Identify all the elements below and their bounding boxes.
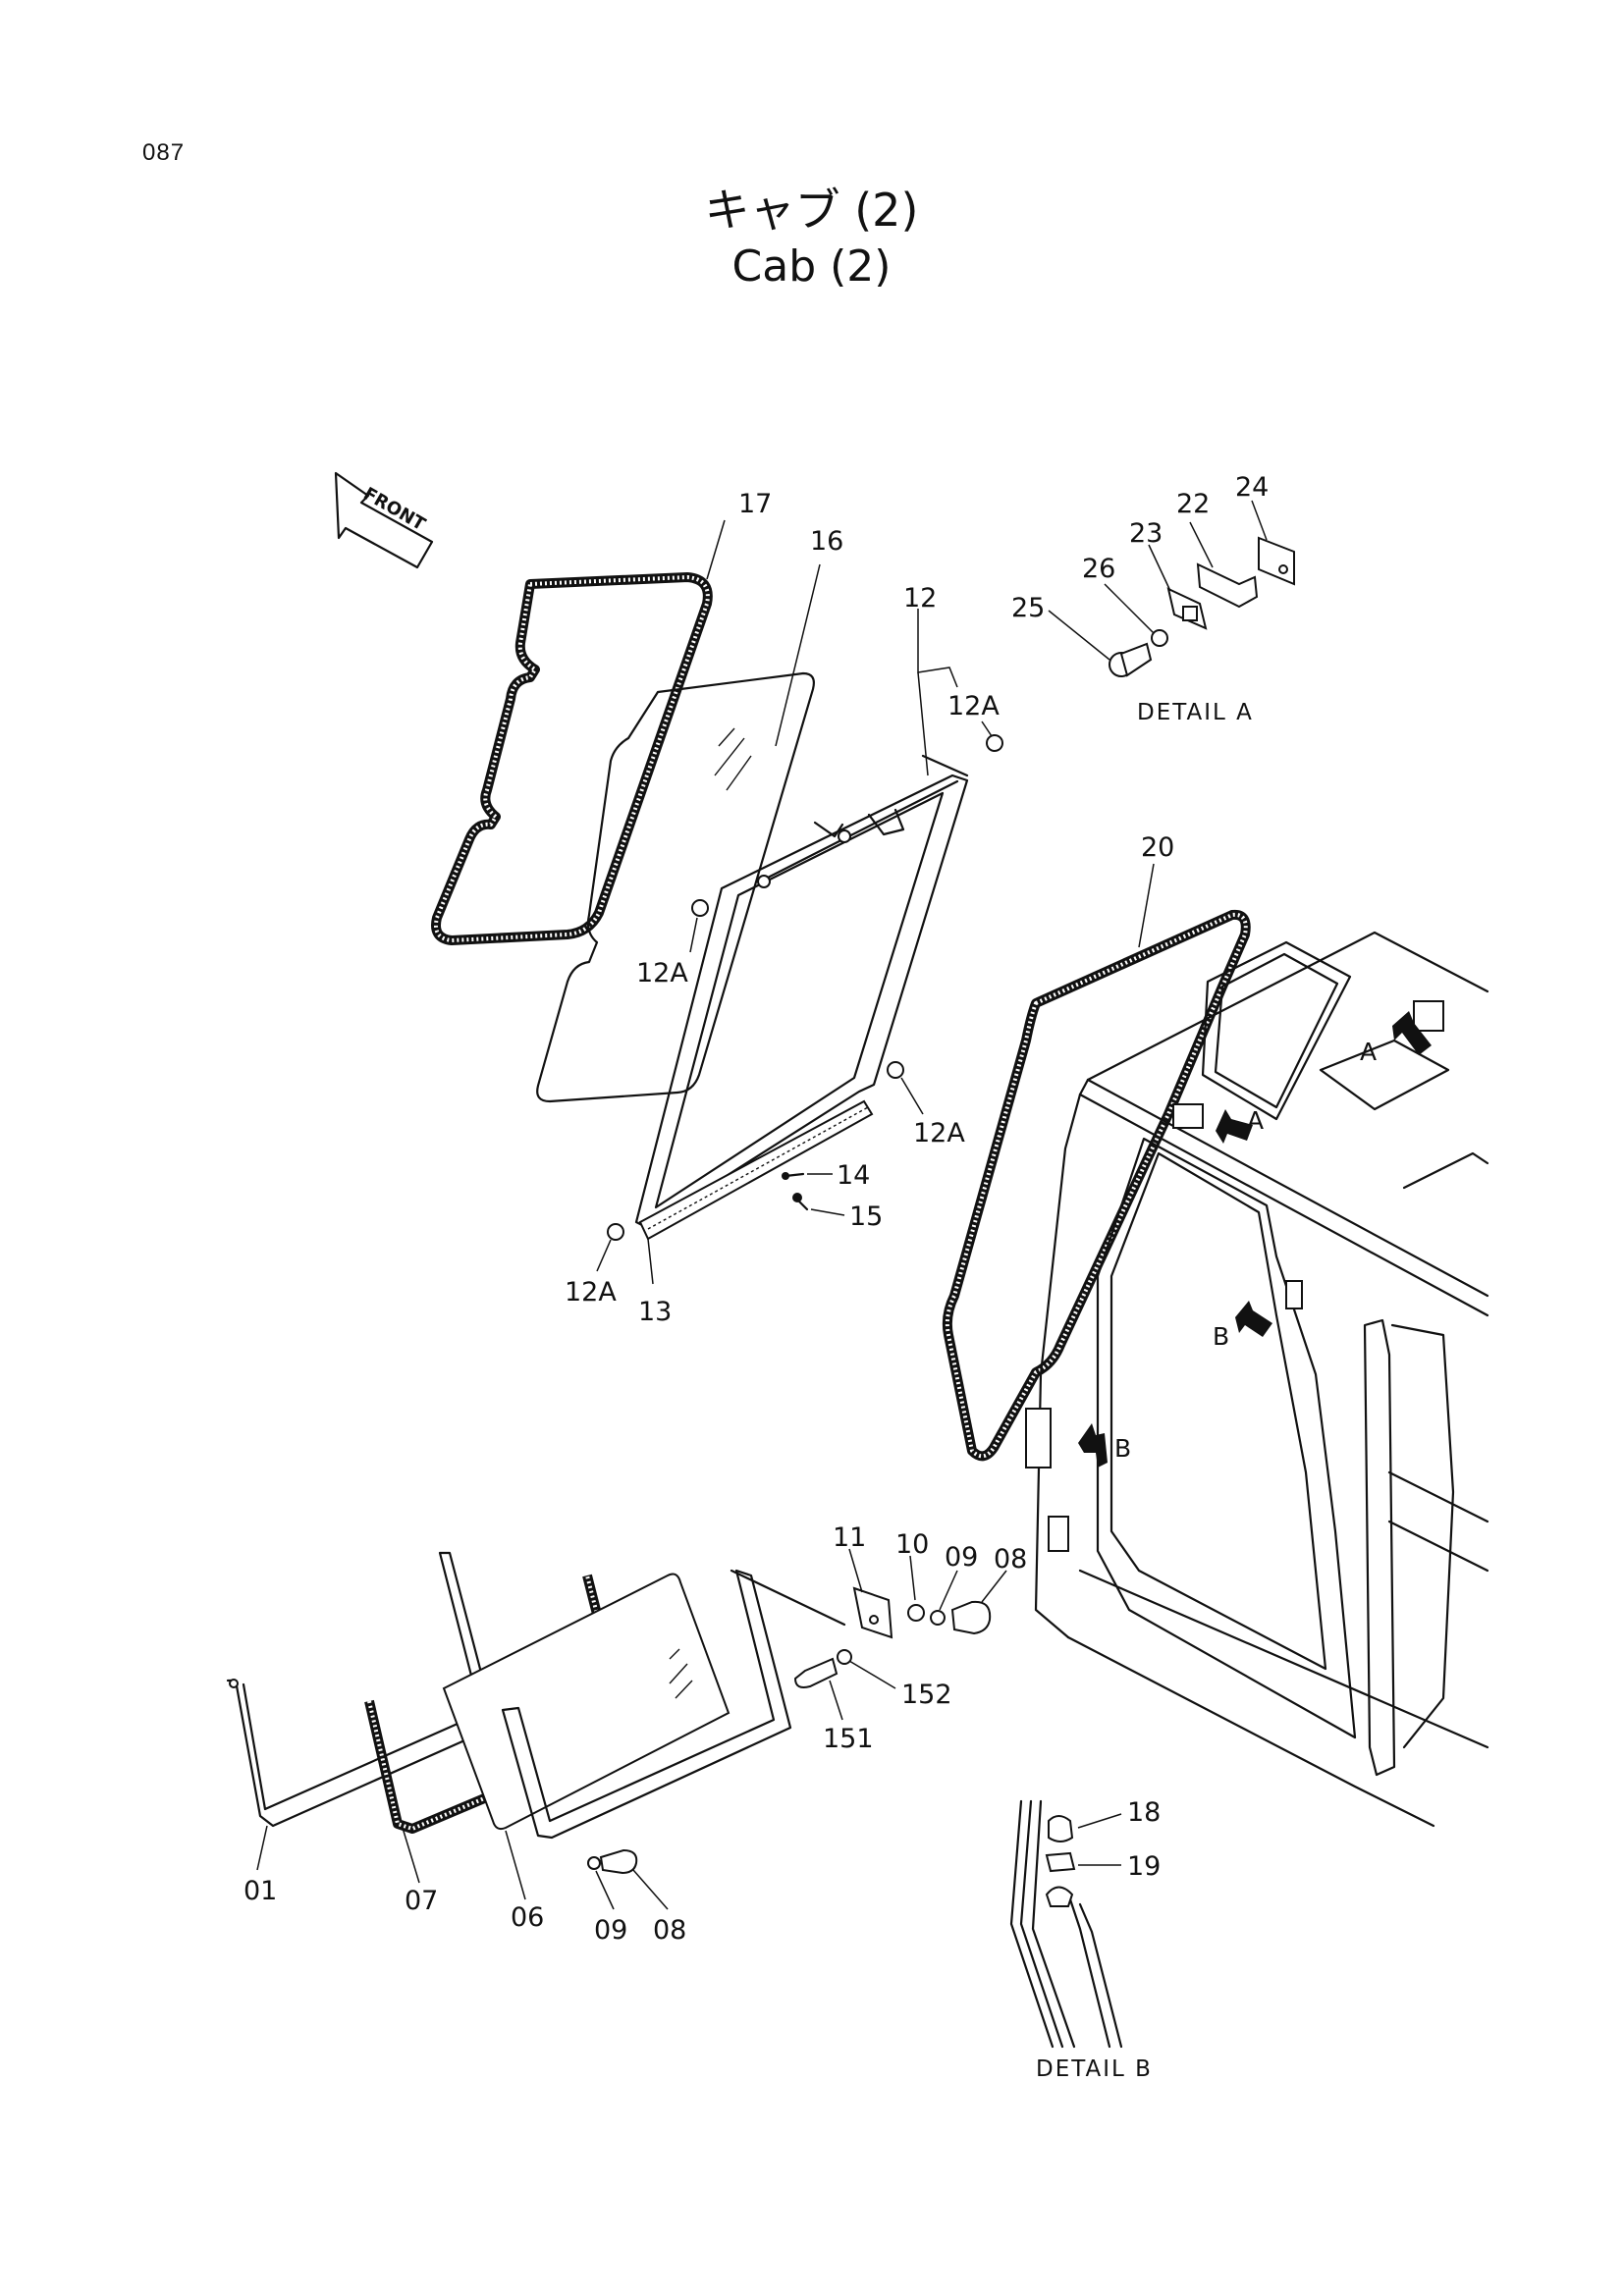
glass-panel-06 — [442, 1573, 730, 1831]
leader-12a-left — [689, 917, 698, 953]
leader-11 — [848, 1548, 863, 1593]
leader-13 — [647, 1238, 654, 1285]
callout-15: 15 — [849, 1201, 883, 1232]
callout-07: 07 — [405, 1886, 438, 1916]
screw-14 — [782, 1172, 805, 1180]
view-arrow-b2-icon — [1078, 1423, 1108, 1468]
front-label: FRONT — [360, 483, 430, 535]
front-arrow-icon: FRONT — [334, 471, 434, 569]
view-arrow-a1-label: A — [1360, 1038, 1377, 1066]
cab-body — [1025, 931, 1489, 1828]
window-frame-12 — [634, 754, 969, 1229]
view-arrow-b1-label: B — [1213, 1322, 1229, 1351]
leader-12a-right — [900, 1077, 924, 1115]
leader-23 — [1148, 544, 1171, 592]
leader-12 — [917, 609, 958, 688]
leader-22 — [1189, 521, 1214, 568]
callout-19: 19 — [1127, 1851, 1161, 1882]
view-arrow-a2-icon — [1216, 1109, 1253, 1144]
bolt-151 — [793, 1657, 839, 1688]
leader-151 — [829, 1680, 843, 1721]
view-arrow-b1-icon — [1235, 1301, 1272, 1337]
view-arrow-b2-label: B — [1114, 1434, 1131, 1463]
washer-152 — [837, 1649, 852, 1665]
callout-12a-left: 12A — [636, 958, 688, 988]
callout-22: 22 — [1176, 489, 1210, 519]
detail-a-label: DETAIL A — [1137, 700, 1254, 725]
leader-08-bottom — [632, 1869, 669, 1910]
leader-09-bottom — [595, 1870, 615, 1910]
detail-b-label: DETAIL B — [1036, 2056, 1153, 2082]
detail-b-drawing — [1009, 1799, 1123, 2049]
callout-12: 12 — [903, 583, 937, 614]
callout-06: 06 — [511, 1902, 544, 1933]
leader-25 — [1048, 610, 1110, 661]
bolt-08-bottom — [599, 1848, 638, 1875]
leader-07 — [402, 1827, 420, 1884]
leader-15 — [810, 1208, 845, 1216]
leader-17 — [706, 519, 726, 580]
callout-12a-top: 12A — [947, 691, 1000, 721]
callout-12a-right: 12A — [913, 1118, 965, 1148]
view-arrow-a2-label: A — [1247, 1106, 1264, 1135]
leader-09-top — [939, 1570, 958, 1611]
callout-10: 10 — [895, 1529, 929, 1560]
washer-09-bottom — [587, 1856, 601, 1870]
window-seal-17 — [431, 572, 713, 945]
leader-06 — [505, 1830, 526, 1900]
callout-23: 23 — [1129, 518, 1163, 549]
detail-a-parts — [1109, 536, 1295, 677]
view-arrow-a1-icon — [1392, 1011, 1432, 1055]
leader-18 — [1077, 1813, 1122, 1829]
leader-12a-bottom — [596, 1239, 612, 1272]
callout-11: 11 — [833, 1522, 866, 1553]
callout-24: 24 — [1235, 472, 1269, 503]
callout-01: 01 — [243, 1876, 277, 1906]
callout-18: 18 — [1127, 1797, 1161, 1828]
callout-12a-bottom: 12A — [565, 1277, 617, 1308]
door-seal-20 — [942, 909, 1251, 1462]
cap-12a-right — [887, 1061, 904, 1079]
callout-26: 26 — [1082, 554, 1115, 584]
page-title-english: Cab (2) — [731, 241, 892, 292]
callout-08-top: 08 — [994, 1544, 1027, 1575]
callout-13: 13 — [638, 1297, 672, 1327]
cap-12a-left — [691, 899, 709, 917]
leader-08-top — [981, 1570, 1007, 1603]
leader-152 — [848, 1660, 896, 1689]
hinge-11 — [852, 1586, 893, 1639]
cap-12a-bottom — [607, 1223, 624, 1241]
leader-24 — [1251, 500, 1268, 541]
callout-09-top: 09 — [945, 1542, 978, 1573]
callout-08-bottom: 08 — [653, 1915, 686, 1946]
callout-20: 20 — [1141, 832, 1174, 863]
leader-26 — [1104, 583, 1155, 634]
callout-25: 25 — [1011, 593, 1045, 623]
screw-15 — [792, 1193, 809, 1211]
leader-01 — [256, 1825, 268, 1871]
window-glass-16 — [536, 671, 815, 1103]
leader-12-frame — [917, 671, 929, 776]
callout-17: 17 — [738, 489, 772, 519]
leader-16 — [775, 563, 821, 747]
callout-16: 16 — [810, 526, 843, 557]
bottom-rail-13 — [638, 1099, 874, 1241]
callout-151: 151 — [823, 1724, 874, 1754]
leader-10 — [909, 1555, 916, 1601]
callout-09-bottom: 09 — [594, 1915, 627, 1946]
cap-12a-top — [986, 734, 1003, 752]
callout-14: 14 — [837, 1160, 870, 1191]
page-title-japanese: キャブ (2) — [704, 184, 919, 237]
callout-152: 152 — [901, 1680, 952, 1710]
washer-10 — [907, 1604, 925, 1622]
page-number: 087 — [142, 139, 186, 166]
frame-06-right — [501, 1569, 846, 1840]
leader-12a-top — [981, 721, 993, 737]
washer-09-top — [930, 1610, 946, 1626]
bolt-08-top — [950, 1600, 992, 1635]
leader-20 — [1138, 863, 1155, 948]
